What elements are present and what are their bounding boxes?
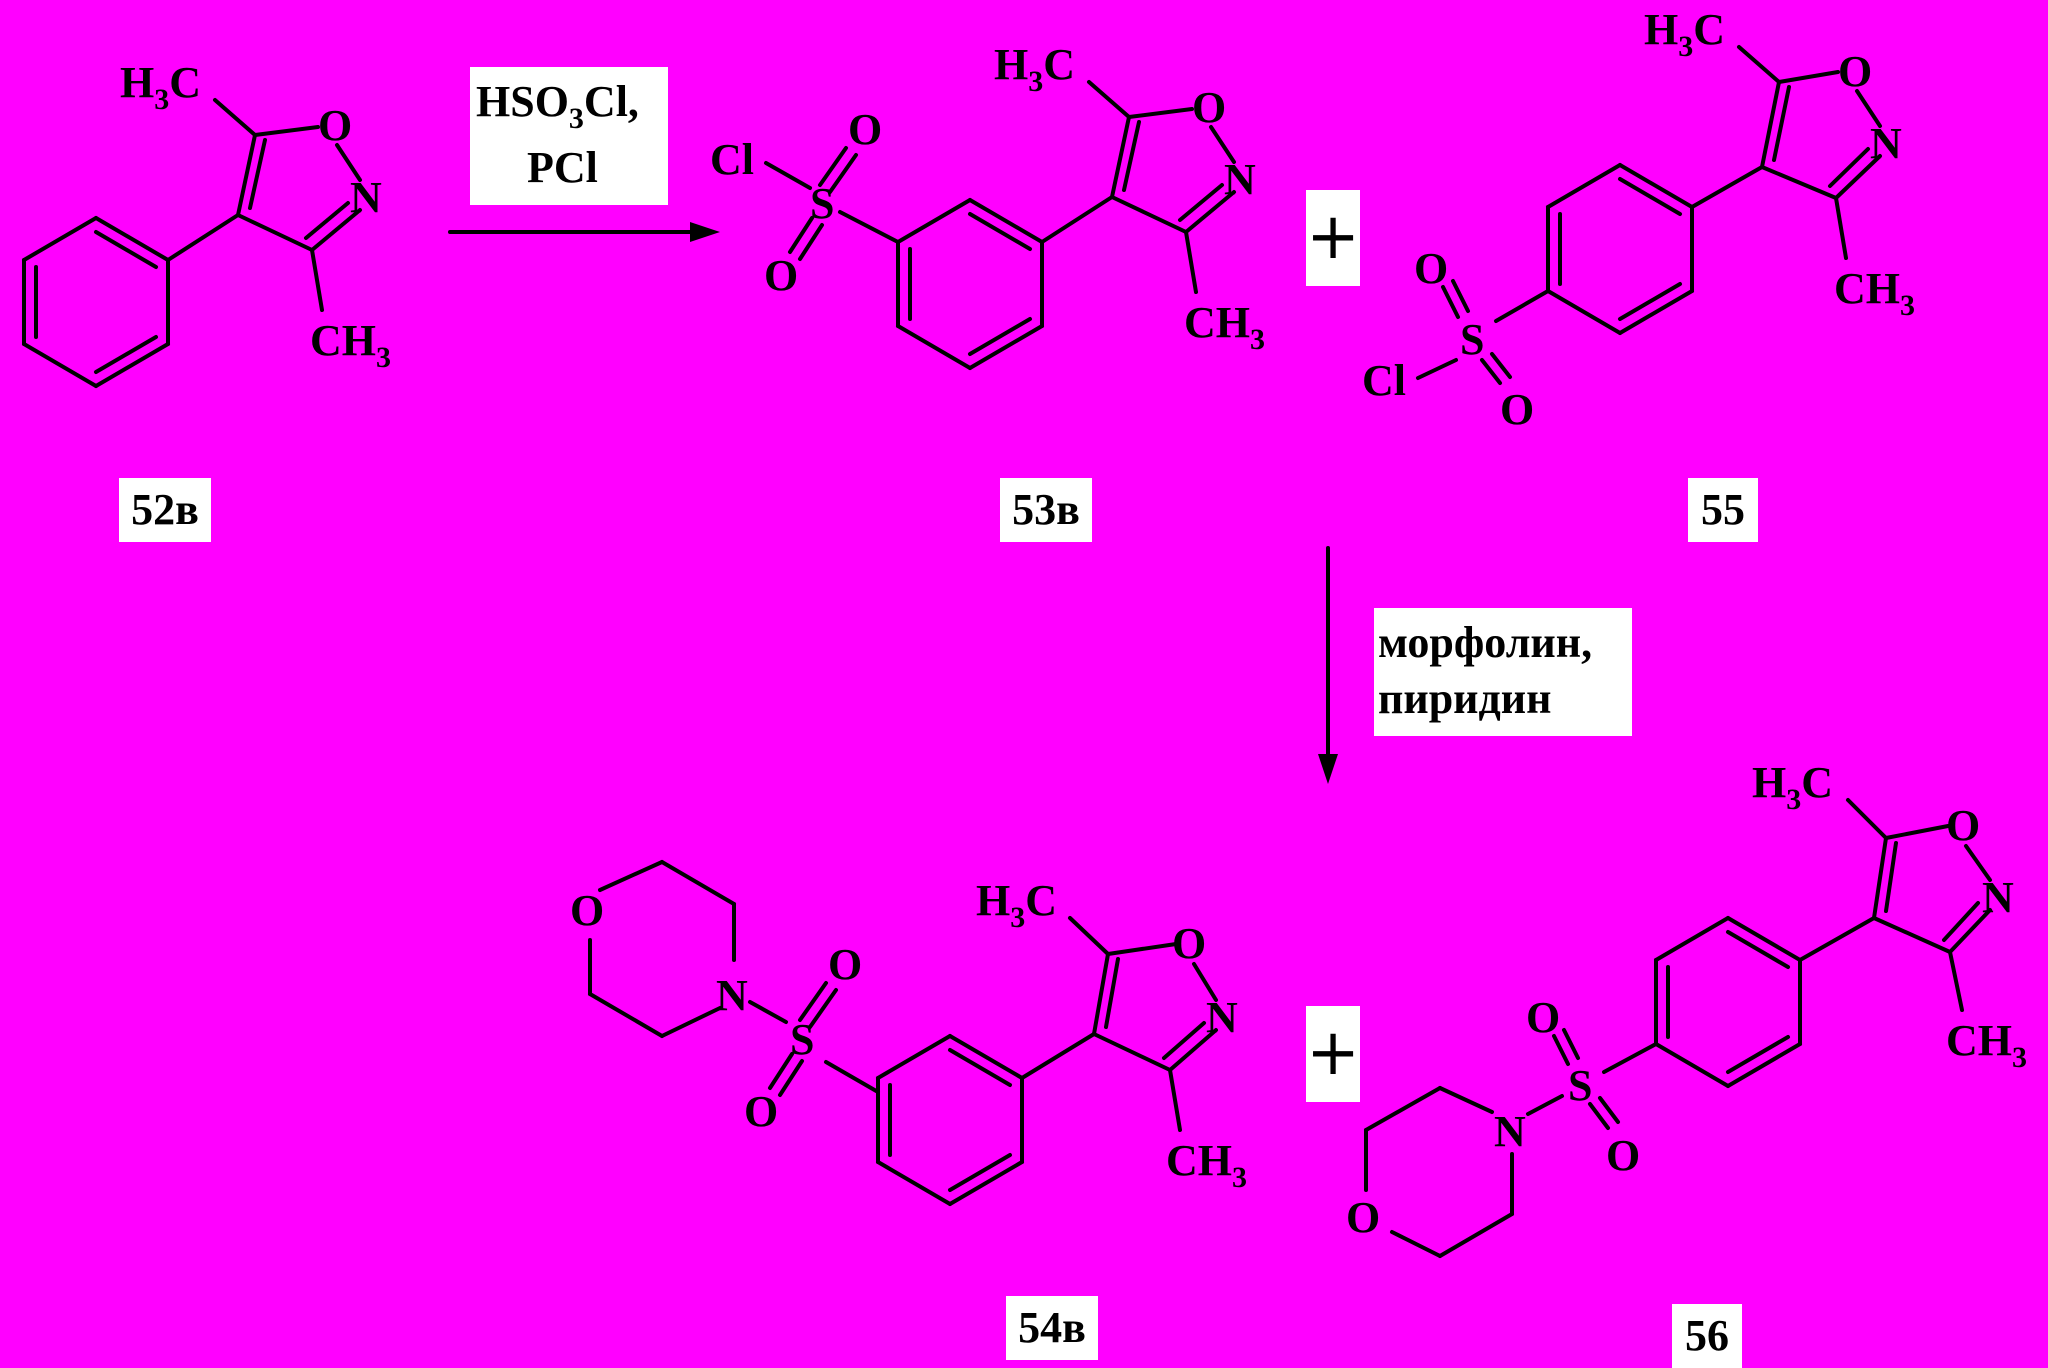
atom-n-isoxazole: N xyxy=(1982,873,2014,922)
svg-text:53в: 53в xyxy=(1012,485,1080,534)
sulfonyl-chloride xyxy=(764,146,900,261)
atom-o-sulfonyl-bottom: O xyxy=(1500,385,1534,434)
methyl-group-ch3: CH3 xyxy=(1946,1016,2027,1074)
svg-text:+: + xyxy=(1306,200,1360,274)
compound-label-53v: 53в xyxy=(1000,478,1092,542)
compound-label-56: 56 xyxy=(1672,1304,1742,1368)
svg-text:55: 55 xyxy=(1701,485,1745,534)
compound-55-structure: S Cl O O O N H3C CH3 xyxy=(1362,5,1915,434)
atom-s: S xyxy=(1460,315,1484,364)
reagent-pcl: PCl xyxy=(527,143,598,192)
methyl-group-h3c: H3C xyxy=(976,876,1057,934)
atom-o-isoxazole: O xyxy=(1192,83,1226,132)
atom-o-sulfonyl-bottom: O xyxy=(744,1087,778,1136)
atom-o-sulfonyl-top: O xyxy=(848,105,882,154)
reaction-arrow-2 xyxy=(1318,546,1338,784)
reaction-arrow-1 xyxy=(448,222,720,242)
atom-o-morpholine: O xyxy=(1346,1193,1380,1242)
compound-53v-structure: S Cl O O O N H3C CH3 xyxy=(710,40,1265,370)
atom-o-sulfonyl-top: O xyxy=(1414,244,1448,293)
atom-s: S xyxy=(810,179,834,228)
compound-label-54v: 54в xyxy=(1006,1296,1098,1360)
atom-cl: Cl xyxy=(1362,356,1406,405)
svg-text:+: + xyxy=(1306,1016,1360,1090)
atom-o-isoxazole: O xyxy=(1946,801,1980,850)
compound-56-structure: O N S O O xyxy=(1346,758,2027,1258)
benzene-ring xyxy=(1546,163,1694,335)
atom-n-morpholine: N xyxy=(1494,1107,1526,1156)
svg-text:54в: 54в xyxy=(1018,1303,1086,1352)
reagent-morpholine: морфолин, xyxy=(1378,618,1592,667)
isoxazole-ring xyxy=(1040,80,1236,294)
methyl-group-ch3: CH3 xyxy=(1834,264,1915,322)
atom-n-isoxazole: N xyxy=(1870,119,1902,168)
methyl-group-h3c: H3C xyxy=(120,58,201,116)
atom-o-sulfonyl-top: O xyxy=(828,940,862,989)
reagents-box-2: морфолин, пиридин xyxy=(1374,608,1632,736)
isoxazole-ring xyxy=(166,98,362,312)
atom-s: S xyxy=(790,1015,814,1064)
atom-o-isoxazole: O xyxy=(1838,47,1872,96)
atom-o-isoxazole: O xyxy=(1172,919,1206,968)
methyl-group-h3c: H3C xyxy=(1644,5,1725,63)
atom-o-isoxazole: O xyxy=(318,101,352,150)
reagent-chlorosulfonic-acid: HSO3Cl, xyxy=(476,77,639,135)
atom-o-sulfonyl-bottom: O xyxy=(764,251,798,300)
atom-n-isoxazole: N xyxy=(350,173,382,222)
methyl-group-ch3: CH3 xyxy=(1166,1136,1247,1194)
benzene-ring xyxy=(1654,916,1802,1088)
atom-cl: Cl xyxy=(710,135,754,184)
methyl-group-h3c: H3C xyxy=(1752,758,1833,816)
plus-sign-2: + xyxy=(1306,1006,1360,1102)
atom-n-isoxazole: N xyxy=(1206,993,1238,1042)
methyl-group-h3c: H3C xyxy=(994,40,1075,98)
isoxazole-ring xyxy=(1690,45,1882,260)
benzene-ring xyxy=(876,1034,1024,1206)
benzene-ring xyxy=(22,216,170,388)
compound-label-52v: 52в xyxy=(119,478,211,542)
plus-sign-1: + xyxy=(1306,190,1360,286)
sulfonyl-chloride xyxy=(1416,279,1550,385)
isoxazole-ring xyxy=(1798,798,1992,1012)
reagents-box-1: HSO3Cl, PCl xyxy=(470,67,668,205)
svg-text:56: 56 xyxy=(1685,1311,1729,1360)
atom-s: S xyxy=(1568,1061,1592,1110)
isoxazole-ring xyxy=(1020,916,1218,1132)
morpholine-ring xyxy=(588,860,736,1038)
svg-text:52в: 52в xyxy=(131,485,199,534)
atom-o-morpholine: O xyxy=(570,886,604,935)
atom-o-sulfonyl-bottom: O xyxy=(1606,1131,1640,1180)
sulfonyl-group xyxy=(1526,1028,1658,1130)
morpholine-ring xyxy=(1364,1086,1514,1258)
benzene-ring xyxy=(896,198,1044,370)
compound-label-55: 55 xyxy=(1688,478,1758,542)
reagent-pyridine: пиридин xyxy=(1378,674,1552,723)
compound-54v-structure: O N S O O xyxy=(570,860,1247,1206)
atom-n-isoxazole: N xyxy=(1224,155,1256,204)
atom-n-morpholine: N xyxy=(716,971,748,1020)
atom-o-sulfonyl-top: O xyxy=(1526,993,1560,1042)
methyl-group-ch3: CH3 xyxy=(1184,298,1265,356)
methyl-group-ch3: CH3 xyxy=(310,316,391,374)
sulfonyl-group xyxy=(748,981,880,1097)
compound-52v-structure: O N H3C CH3 xyxy=(22,58,391,388)
